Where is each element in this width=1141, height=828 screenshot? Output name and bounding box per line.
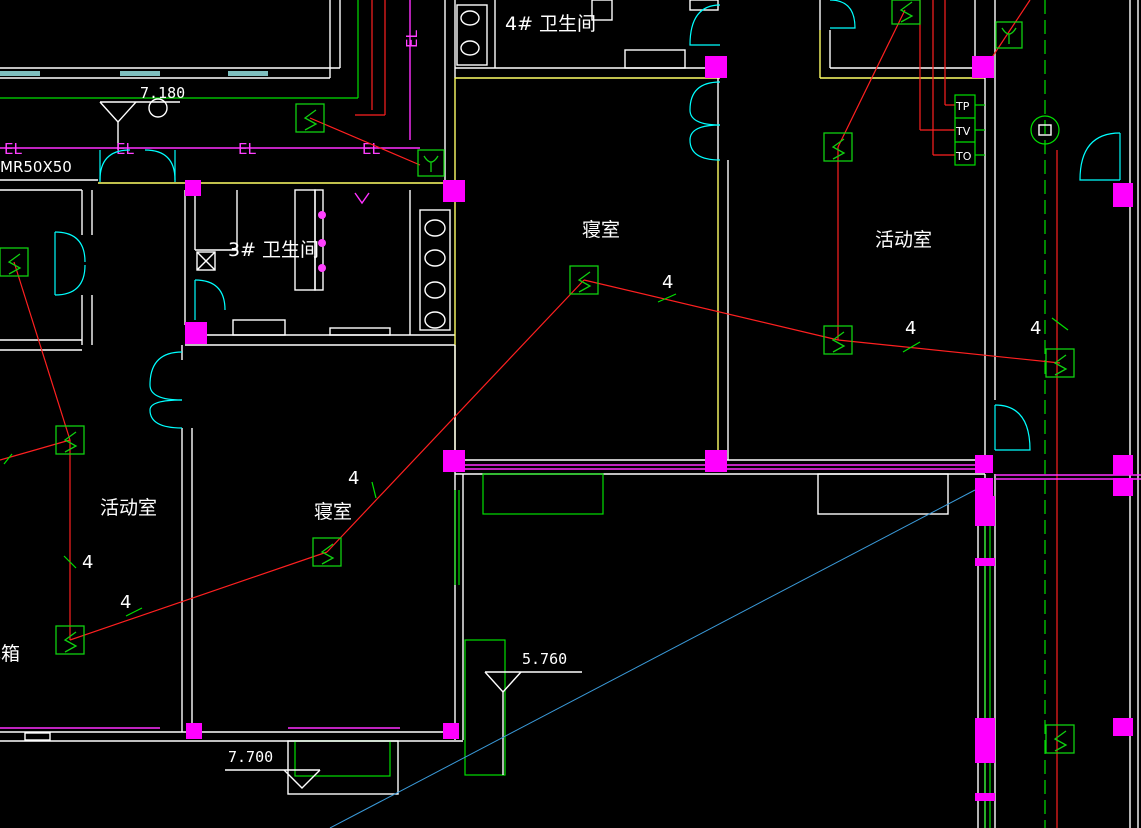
door-left-corridor bbox=[54, 149, 176, 296]
switch-icon bbox=[1045, 348, 1075, 378]
switch-icon bbox=[823, 132, 853, 162]
socket-icon bbox=[995, 21, 1023, 49]
toilet-4-room bbox=[444, 0, 720, 180]
wire-count-6: 4 bbox=[82, 552, 93, 573]
switch-icon bbox=[0, 247, 29, 277]
right-corridor bbox=[977, 0, 1141, 828]
wire-count-3: 4 bbox=[1030, 318, 1041, 339]
top-left-structure: EL bbox=[0, 0, 421, 149]
socket-icon bbox=[417, 149, 445, 177]
activity-right-label: 活动室 bbox=[875, 229, 932, 251]
switch-icon bbox=[295, 103, 325, 133]
el-label-2: EL bbox=[116, 140, 134, 158]
toilet-4-label: 4# 卫生间 bbox=[505, 13, 596, 35]
elevation-marker-7700 bbox=[225, 769, 321, 789]
elevation-7700-text: 7.700 bbox=[228, 748, 273, 766]
tp-outlet-label: TP bbox=[955, 100, 970, 113]
toilet-3-label: 3# 卫生间 bbox=[228, 239, 319, 261]
tv-outlet-label: TV bbox=[955, 125, 971, 138]
box-partial-label: 己箱 bbox=[0, 643, 20, 665]
el-label-3: EL bbox=[238, 140, 256, 158]
elevation-marker-7180: 7.180 bbox=[99, 84, 185, 150]
elevation-7180-text: 7.180 bbox=[140, 84, 185, 102]
light-switches bbox=[0, 0, 1075, 754]
lighting-wiring bbox=[0, 0, 1069, 641]
bottom-left-walls bbox=[0, 345, 506, 795]
activity-right-walls bbox=[819, 0, 1031, 460]
wire-count-5: 4 bbox=[120, 592, 131, 613]
switch-icon bbox=[312, 537, 342, 567]
activity-left-label: 活动室 bbox=[100, 497, 157, 519]
bedroom-right-label: 寝室 bbox=[582, 219, 620, 241]
el-label-vertical: EL bbox=[403, 30, 421, 48]
wire-count-4: 4 bbox=[348, 468, 359, 489]
diagonal-reference-line bbox=[329, 489, 976, 828]
switch-icon bbox=[891, 0, 921, 25]
corridor-walls bbox=[0, 179, 445, 351]
switch-icon bbox=[55, 425, 85, 455]
wire-count-2: 4 bbox=[905, 318, 916, 339]
elevation-marker-5760 bbox=[484, 671, 582, 775]
el-label-1: EL bbox=[4, 140, 22, 158]
toilet-3-room bbox=[184, 189, 455, 346]
switch-icon bbox=[823, 325, 853, 355]
duct-label: MR50X50 bbox=[0, 158, 72, 176]
structural-columns bbox=[185, 56, 1133, 801]
switch-icon bbox=[569, 265, 599, 295]
bedroom-right-walls bbox=[454, 4, 985, 515]
to-outlet-label: TO bbox=[955, 150, 972, 163]
bedroom-left-label: 寝室 bbox=[314, 501, 352, 523]
switch-icon bbox=[55, 625, 85, 655]
el-label-4: EL bbox=[362, 140, 380, 158]
socket-symbols bbox=[417, 21, 1023, 177]
wire-count-1: 4 bbox=[662, 272, 673, 293]
switch-icon bbox=[1045, 724, 1075, 754]
elevation-5760-text: 5.760 bbox=[522, 650, 567, 668]
